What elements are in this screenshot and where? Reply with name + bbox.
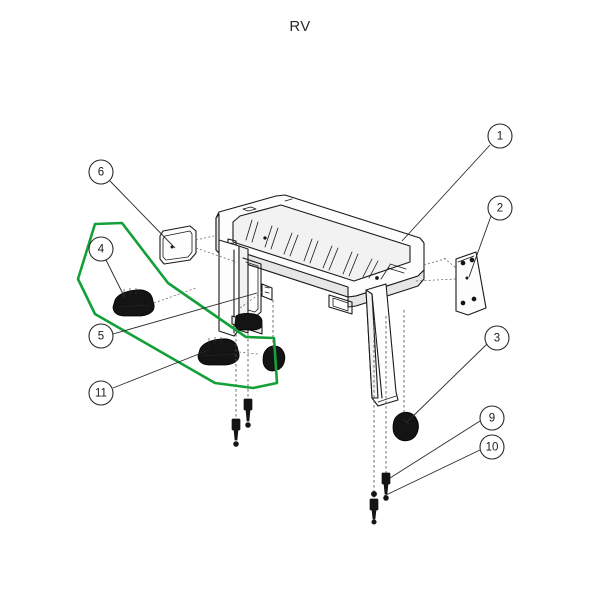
callout-number: 6 bbox=[98, 167, 104, 179]
callout-circle[interactable] bbox=[487, 195, 513, 221]
part-6-end-cap bbox=[159, 225, 197, 265]
part-2-mounting-plate bbox=[455, 251, 487, 316]
callout-11-latch-clip-lower[interactable]: 11 bbox=[88, 380, 114, 406]
tray-slats bbox=[245, 219, 391, 280]
callout-3-rubber-bumper[interactable]: 3 bbox=[484, 325, 510, 351]
fasteners bbox=[231, 398, 391, 525]
leader-lines bbox=[105, 144, 492, 497]
callout-circle[interactable] bbox=[479, 434, 505, 460]
callout-1-step-tray[interactable]: 1 bbox=[487, 123, 513, 149]
callout-number: 9 bbox=[489, 413, 495, 425]
callout-circle[interactable] bbox=[88, 159, 114, 185]
callout-circle[interactable] bbox=[88, 236, 114, 262]
callout-number: 11 bbox=[95, 388, 107, 400]
callout-2-mount-plate[interactable]: 2 bbox=[487, 195, 513, 221]
installed-clip-left bbox=[234, 313, 263, 331]
callout-circle[interactable] bbox=[88, 380, 114, 406]
selected-parts-region[interactable] bbox=[76, 221, 279, 390]
part-4-latch-clip-upper bbox=[112, 288, 155, 317]
fastener-a bbox=[231, 418, 241, 447]
part-3-rubber-bumper bbox=[392, 411, 419, 442]
part-9-bolt bbox=[381, 472, 391, 501]
callout-9-bolt[interactable]: 9 bbox=[479, 405, 505, 431]
callout-number: 3 bbox=[494, 333, 500, 345]
callout-6-end-cap[interactable]: 6 bbox=[88, 159, 114, 185]
callout-number: 4 bbox=[98, 244, 105, 256]
callout-number: 1 bbox=[497, 131, 503, 143]
part-11-latch-clip-lower bbox=[197, 337, 240, 366]
part-10-nut bbox=[369, 491, 379, 525]
callout-4-latch-clip-upper[interactable]: 4 bbox=[88, 236, 114, 262]
callout-bubbles[interactable]: 1 2 3 4 5 6 9 10 11 bbox=[88, 123, 513, 460]
callout-circle[interactable] bbox=[487, 123, 513, 149]
right-leg-panel bbox=[365, 283, 399, 407]
page-title: RV bbox=[289, 18, 311, 35]
callout-number: 2 bbox=[497, 203, 503, 215]
callout-5-pivot-pin[interactable]: 5 bbox=[88, 323, 114, 349]
callout-number: 10 bbox=[486, 442, 499, 454]
fastener-b bbox=[243, 398, 253, 428]
callout-circle[interactable] bbox=[484, 325, 510, 351]
callout-circle[interactable] bbox=[88, 323, 114, 349]
callout-number: 5 bbox=[98, 331, 104, 343]
callout-10-nut[interactable]: 10 bbox=[479, 434, 505, 460]
callout-circle[interactable] bbox=[479, 405, 505, 431]
